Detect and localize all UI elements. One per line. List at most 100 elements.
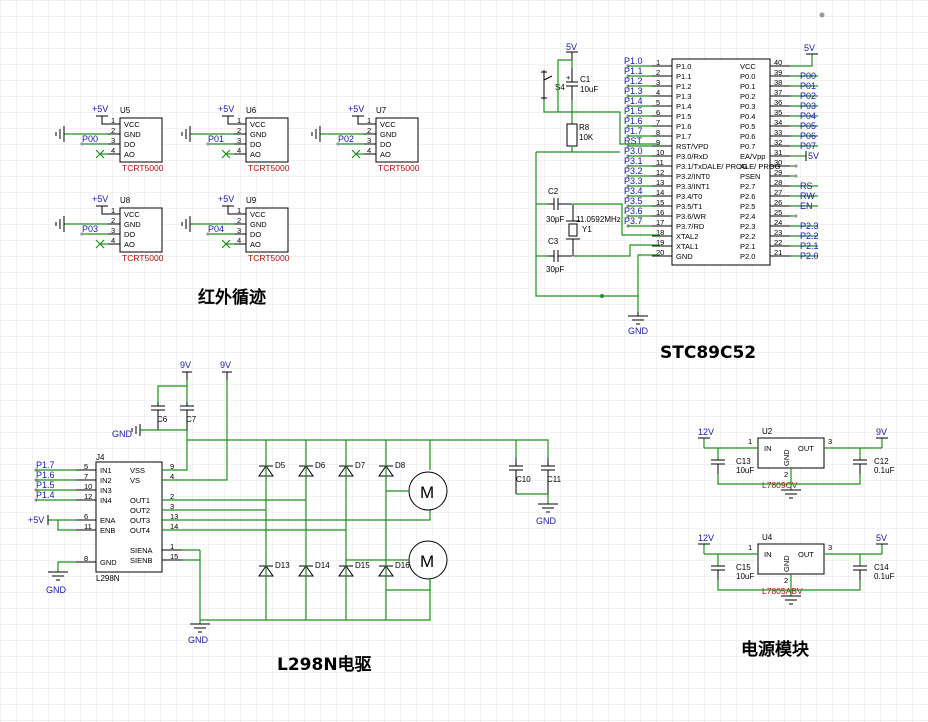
mcu-pin-name: P2.0 [740, 252, 755, 261]
regulator-ref: U2 [762, 427, 773, 436]
l298n-pin-num: 12 [84, 492, 92, 501]
ir-pin-num: 2 [111, 216, 115, 225]
mcu-pin-net: P3.6 [624, 206, 643, 216]
motor-2-label: M [420, 552, 434, 571]
l298n-pin-name: OUT3 [130, 516, 150, 525]
reset-switch[interactable] [541, 70, 553, 100]
crystal-cap-c2[interactable] [548, 198, 572, 210]
ir-ref: U5 [120, 106, 131, 115]
mcu-pin-net: EN [800, 201, 813, 211]
driver-cap-c11[interactable] [541, 458, 555, 494]
mcu-pin-name: P3.4/T0 [676, 192, 702, 201]
reset-cap[interactable] [566, 68, 578, 100]
mcu-pin-name: P3.0/RxD [676, 152, 709, 161]
regulator-pin-in: IN [764, 444, 772, 453]
reset-vcc-label: 5V [566, 42, 577, 52]
driver-cap-c7[interactable] [180, 402, 194, 430]
regulator-chip[interactable] [757, 437, 825, 469]
mcu-pin-name: GND [676, 252, 693, 261]
ir-pin-name: GND [250, 130, 267, 139]
l298n-chip[interactable] [95, 461, 163, 573]
reset-resistor[interactable] [566, 123, 578, 147]
driver-cap-c6[interactable] [151, 402, 165, 430]
ir-do-net: P00 [82, 134, 98, 144]
regulator-num-out: 3 [828, 543, 832, 552]
mcu-pin-name: P3.1/TxDALE/ PROG [676, 162, 748, 171]
crystal-y1[interactable] [566, 204, 580, 256]
mcu-pin-name: RST/VPD [676, 142, 709, 151]
mcu-pin-num: 31 [774, 148, 782, 157]
mcu-chip[interactable] [671, 58, 771, 266]
mcu-pin-net: P04 [800, 111, 816, 121]
mcu-pin-name: P0.6 [740, 132, 755, 141]
regulator-chip[interactable] [757, 543, 825, 575]
crystal-cap-c3[interactable] [548, 250, 572, 262]
diode-ref: D13 [275, 561, 290, 570]
mcu-pin-net: P1.3 [624, 86, 643, 96]
ir-pin-num: 1 [111, 116, 115, 125]
title-ir: 红外循迹 [198, 287, 266, 308]
l298n-pin-num: 9 [170, 462, 174, 471]
mcu-pin-num: 40 [774, 58, 782, 67]
driver-cap-c10[interactable] [509, 458, 523, 494]
mcu-pin-name: P2.7 [740, 182, 755, 191]
mcu-pin-num: 39 [774, 68, 782, 77]
